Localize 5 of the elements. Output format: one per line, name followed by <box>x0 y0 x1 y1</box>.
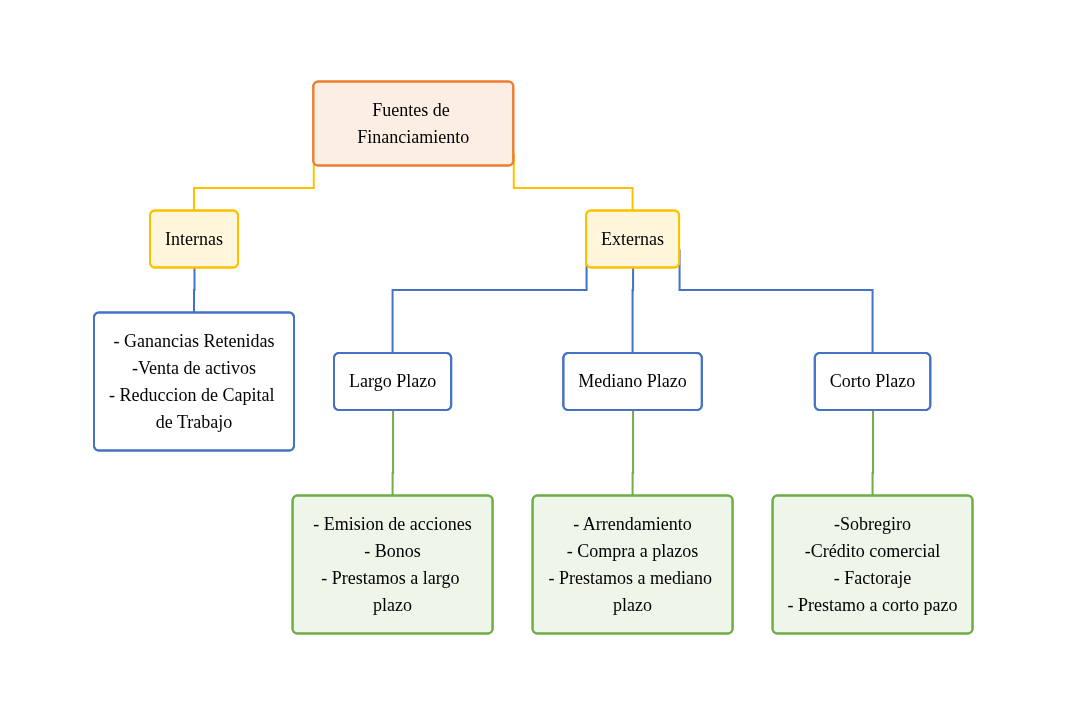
connector <box>391 409 395 497</box>
connector <box>631 267 635 355</box>
connector <box>631 409 635 497</box>
connector <box>871 409 875 497</box>
connector <box>193 267 196 314</box>
